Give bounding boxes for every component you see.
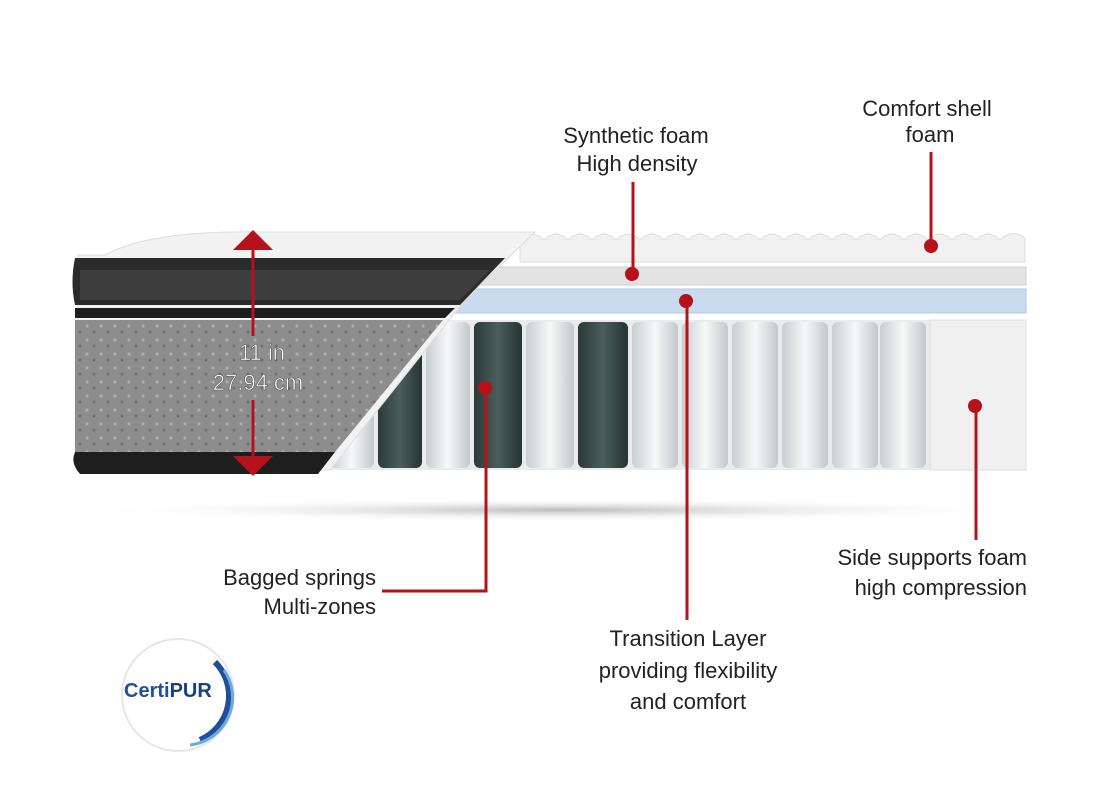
height-dimension-arrow [233, 230, 273, 476]
svg-text:high compression: high compression [855, 575, 1027, 600]
callout-transition-layer: Transition Layer providing flexibility a… [599, 294, 778, 714]
floor-shadow [80, 498, 1040, 522]
height-cm: 27.94 cm [213, 370, 304, 395]
callout-synthetic-foam: Synthetic foam High density [563, 123, 709, 281]
height-inches: 11 in [239, 340, 285, 365]
comfort-shell-foam-layer [519, 233, 1026, 263]
transition-layer [439, 288, 1027, 314]
svg-text:Synthetic foam: Synthetic foam [563, 123, 709, 148]
svg-text:foam: foam [906, 122, 955, 147]
side-support-foam [929, 319, 1027, 471]
synthetic-foam-layer [459, 266, 1027, 286]
svg-text:Multi-zones: Multi-zones [264, 594, 376, 619]
callout-bagged-springs: Bagged springs Multi-zones [223, 381, 492, 619]
mattress-cover-section [72, 231, 537, 474]
svg-text:Bagged springs: Bagged springs [223, 565, 376, 590]
svg-text:High density: High density [576, 151, 697, 176]
certipur-logo: CertiPUR [121, 638, 235, 752]
callout-side-supports: Side supports foam high compression [837, 399, 1027, 600]
svg-text:and comfort: and comfort [630, 689, 746, 714]
svg-text:CertiPUR: CertiPUR [124, 680, 212, 702]
callout-comfort-shell: Comfort shell foam [862, 96, 992, 253]
svg-text:Side supports foam: Side supports foam [837, 545, 1027, 570]
svg-text:Comfort shell: Comfort shell [862, 96, 992, 121]
svg-text:Transition Layer: Transition Layer [610, 626, 767, 651]
svg-text:providing flexibility: providing flexibility [599, 658, 778, 683]
